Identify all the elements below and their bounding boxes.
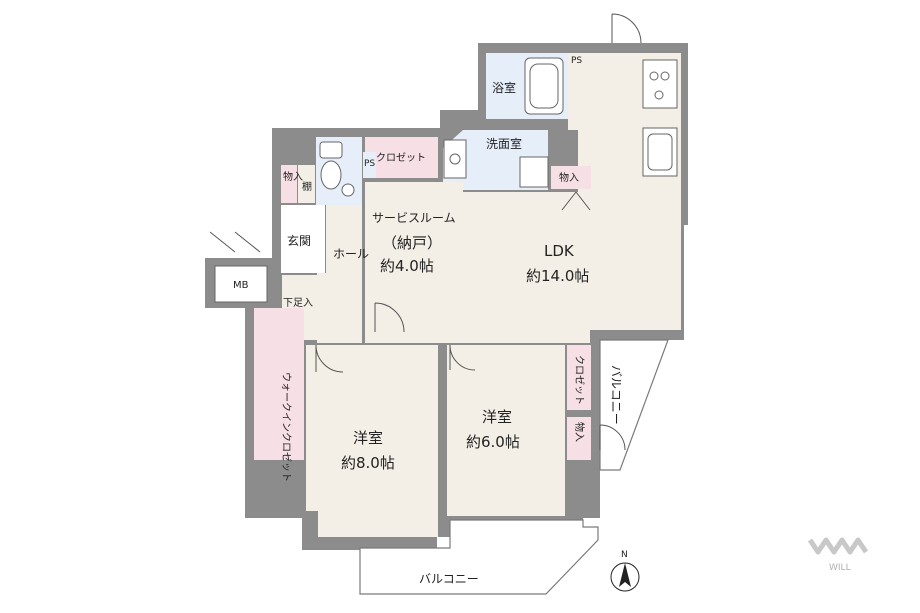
label-entrance: 玄関 [287,233,311,248]
logo-text: WILL [829,563,851,573]
label-storage-right: 物入 [573,422,586,442]
fixtures [319,57,678,197]
label-western2: 洋室 [482,408,512,426]
label-shoe-box: 下足入 [283,297,313,309]
label-balcony-right: バルコニー [609,365,623,425]
label-closet-top: クロゼット [376,152,426,164]
label-service-room-sub: （納戸） [382,234,442,252]
label-storage-top-left: 物入 [283,170,303,183]
compass-icon: N [610,550,640,592]
label-western1-size: 約8.0帖 [341,454,395,472]
label-ps-left: PS [364,159,375,169]
label-walk-in: ウォークインクロゼット [280,372,292,482]
label-ps-top: PS [571,56,582,66]
label-western1: 洋室 [353,429,383,447]
label-western2-size: 約6.0帖 [466,433,520,451]
labels: 浴室 洗面室 クロゼット PS PS 物入 棚 物入 玄関 ホール MB 下足入… [233,56,623,586]
label-washroom: 洗面室 [486,136,522,151]
mb-box [205,258,275,308]
label-closet-right: クロゼット [573,355,585,405]
label-shelf: 棚 [302,180,312,193]
label-mb: MB [233,280,249,291]
label-service-room-size: 約4.0帖 [380,257,434,275]
label-bath: 浴室 [492,80,516,95]
label-ldk: LDK [544,242,575,260]
label-service-room: サービスルーム [372,211,456,225]
will-logo-icon: WILL [807,537,869,573]
label-ldk-size: 約14.0帖 [526,267,589,285]
label-balcony-bottom: バルコニー [419,572,479,586]
doors [209,13,642,451]
label-storage-small: 物入 [559,171,579,184]
balconies [359,339,669,595]
compass-label: N [621,550,628,560]
label-hall: ホール [333,247,369,261]
